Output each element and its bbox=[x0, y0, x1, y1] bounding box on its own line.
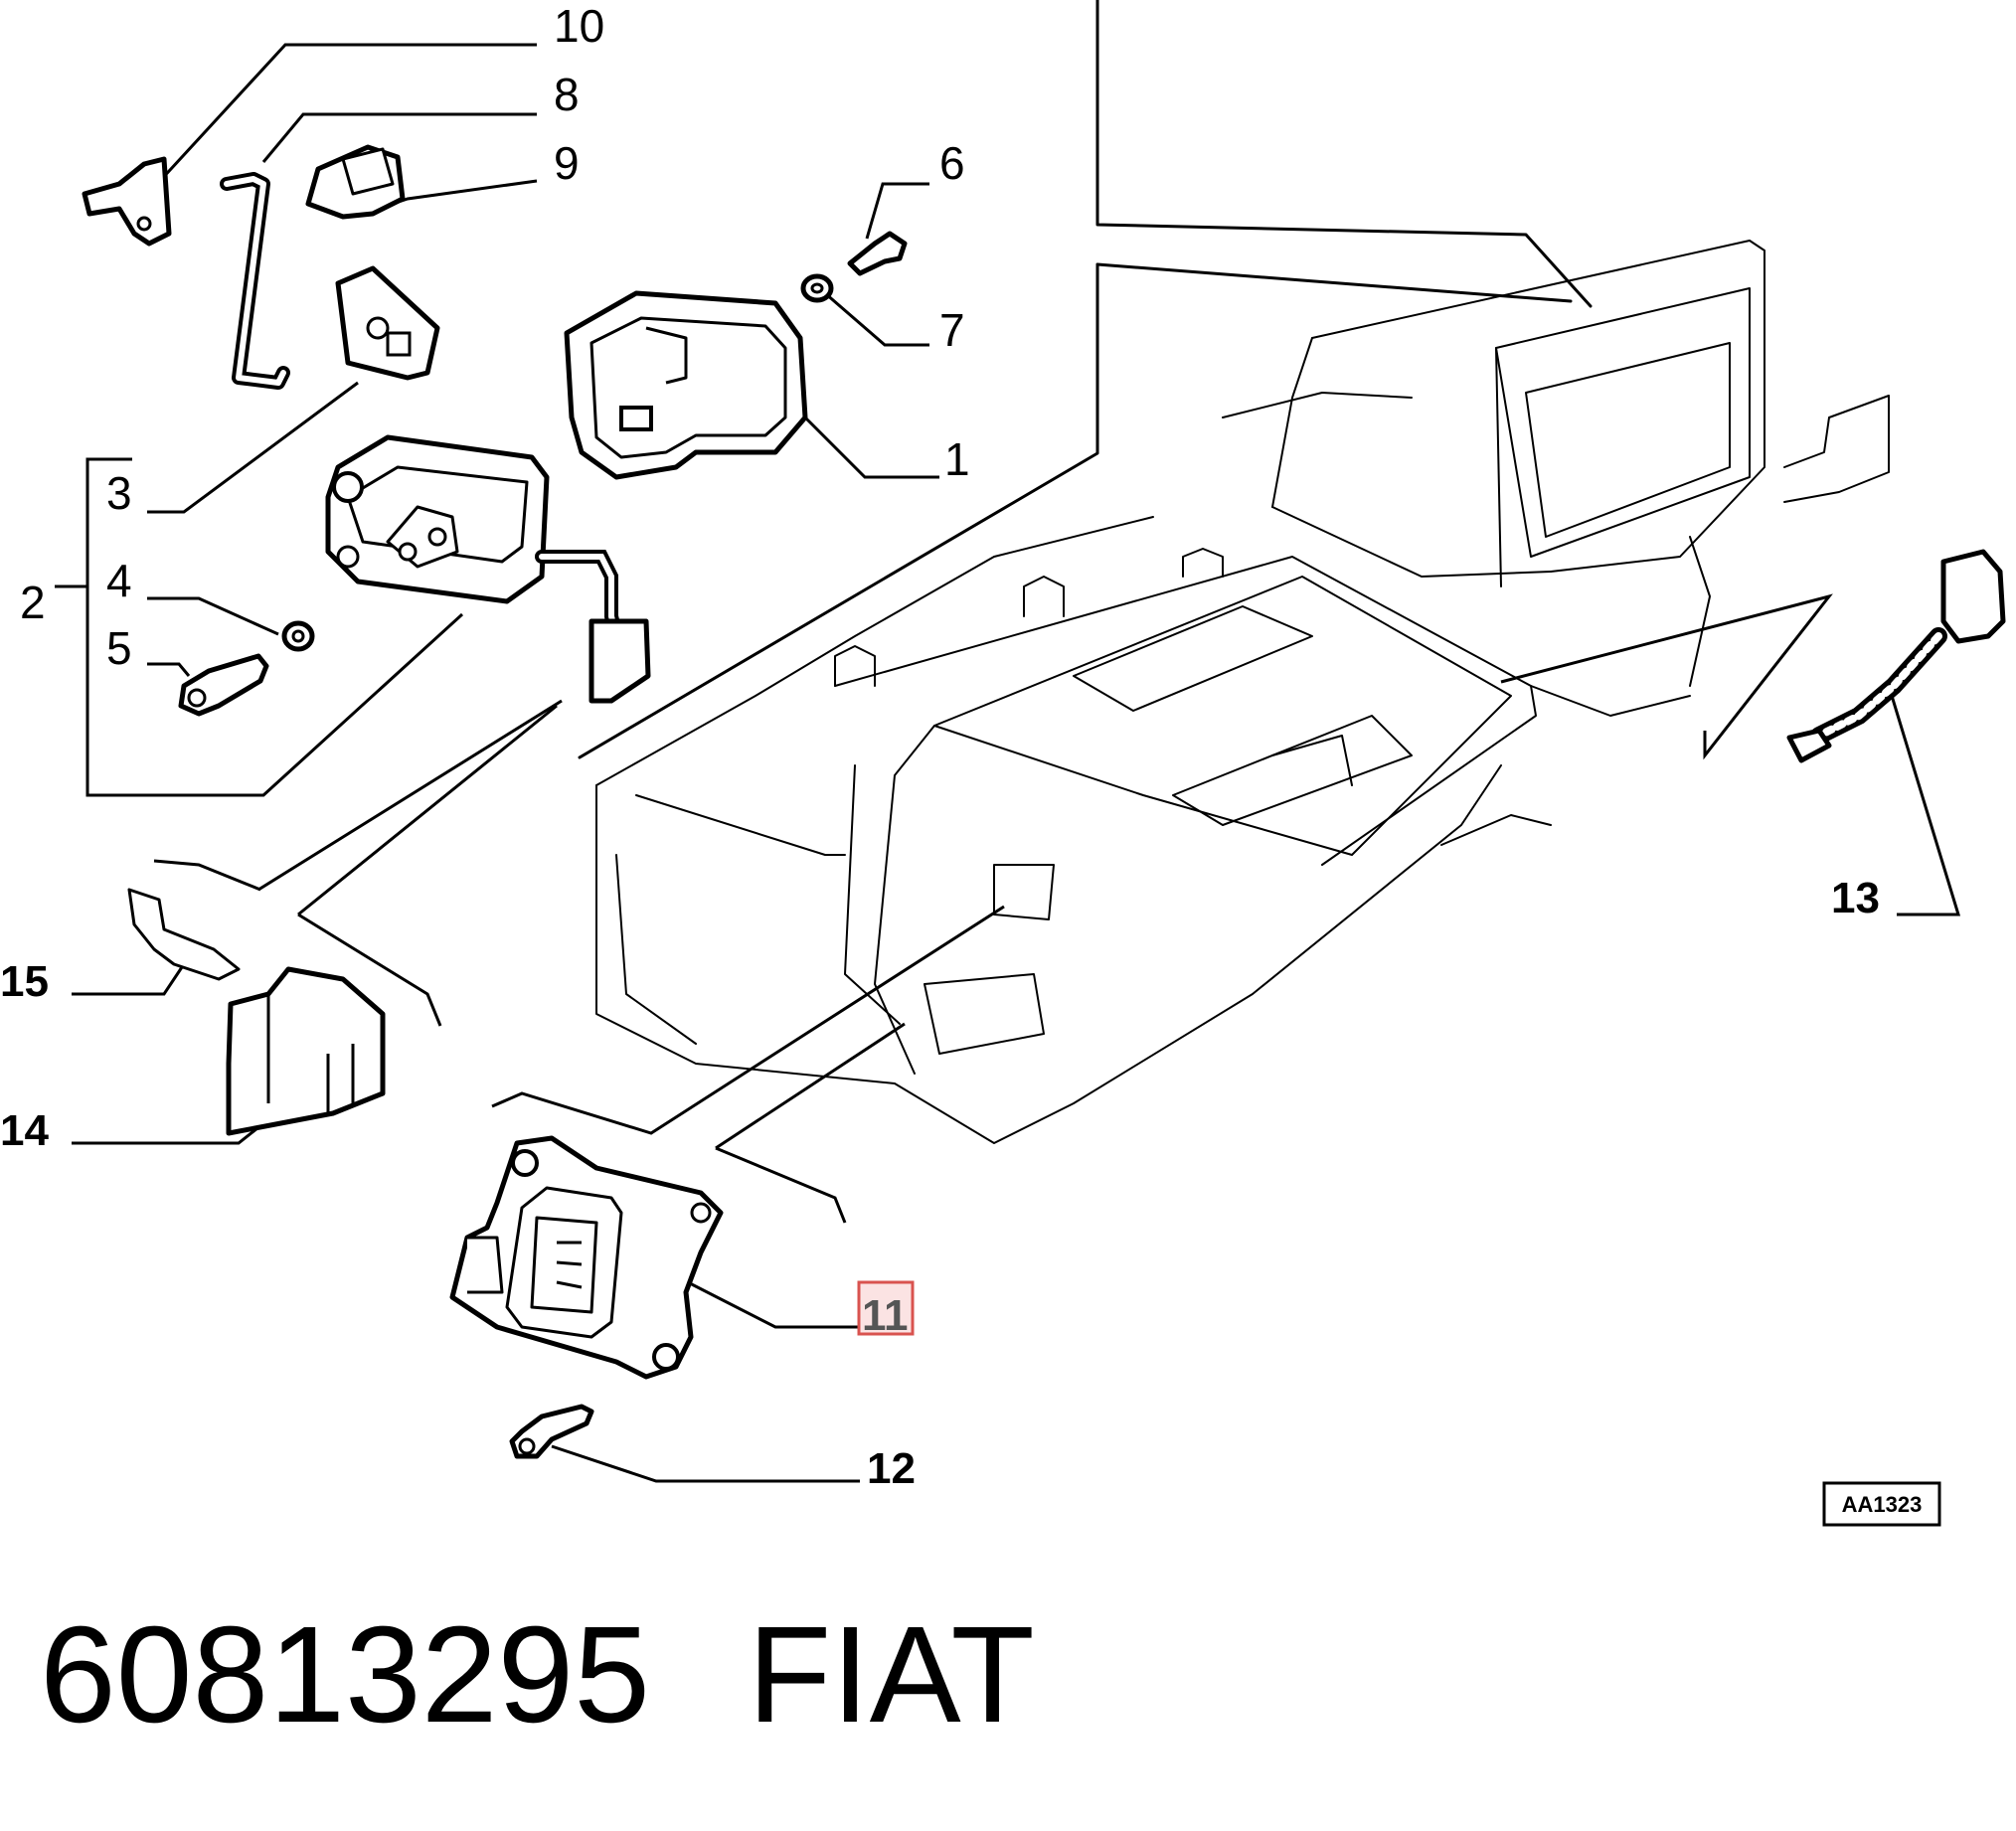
callout-3: 3 bbox=[106, 467, 132, 519]
leader-lines bbox=[55, 43, 1961, 1483]
drawing-code-box: AA1323 bbox=[1822, 1481, 1941, 1527]
part-14-connector-housing bbox=[226, 966, 386, 1136]
part-8-linkage-rod bbox=[220, 172, 290, 390]
callout-10: 10 bbox=[554, 0, 604, 52]
part-number: 60813295 bbox=[40, 1598, 650, 1751]
callout-14: 14 bbox=[0, 1106, 49, 1155]
drawing-code: AA1323 bbox=[1842, 1492, 1923, 1517]
brand-name: FIAT bbox=[748, 1598, 1035, 1751]
callout-6: 6 bbox=[939, 137, 965, 189]
part-9-lamp-socket bbox=[305, 144, 406, 220]
part-3-lever bbox=[335, 265, 440, 381]
callout-labels: 10 8 9 6 7 1 3 2 4 5 15 14 13 11 12 bbox=[0, 0, 1880, 1493]
heater-housing-assembly bbox=[578, 0, 1890, 1144]
callout-12: 12 bbox=[867, 1444, 916, 1493]
part-2-actuator-motor bbox=[325, 434, 651, 704]
part-10-bulb-holder bbox=[82, 156, 172, 247]
part-6-screw bbox=[847, 231, 908, 276]
part-11-actuator-motor bbox=[449, 1135, 724, 1380]
part-4-washer bbox=[281, 620, 315, 652]
part-12-self-tapping-screw bbox=[509, 1404, 594, 1459]
callout-11: 11 bbox=[862, 1291, 909, 1340]
callout-7: 7 bbox=[939, 304, 965, 356]
part-13-sensor-cable bbox=[1786, 549, 2006, 763]
callout-9: 9 bbox=[554, 137, 580, 189]
callout-8: 8 bbox=[554, 69, 580, 120]
part-15-terminal bbox=[127, 888, 241, 981]
callout-13: 13 bbox=[1831, 874, 1880, 922]
part-7-washer bbox=[800, 273, 834, 303]
callout-1: 1 bbox=[944, 433, 970, 485]
callout-5: 5 bbox=[106, 622, 132, 674]
part-5-screw bbox=[178, 653, 269, 717]
callout-4: 4 bbox=[106, 555, 132, 606]
part-1-gasket-frame bbox=[564, 290, 808, 480]
callout-15: 15 bbox=[0, 957, 49, 1006]
callout-2: 2 bbox=[20, 577, 46, 628]
highlight-box-11 bbox=[857, 1280, 915, 1336]
